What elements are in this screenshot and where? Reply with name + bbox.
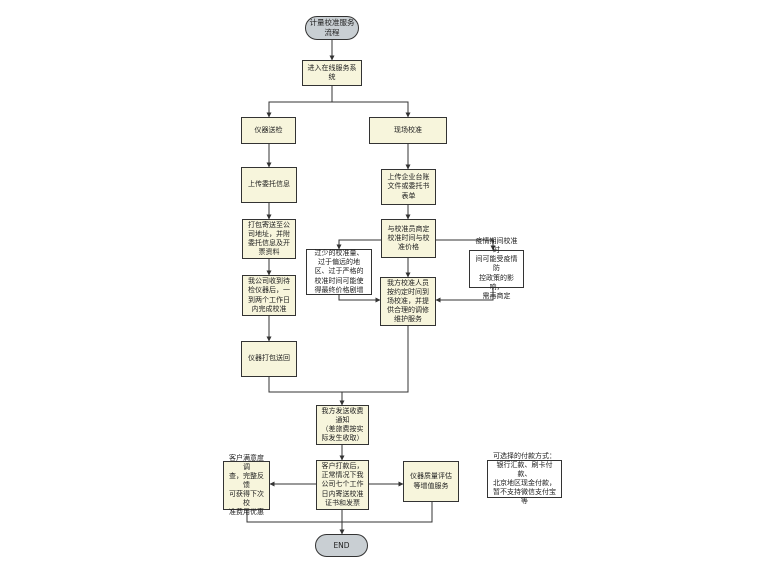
enter-system-node: 进入在线服务系 统 [302,60,362,86]
edge-enter-onsite [332,101,411,118]
remote-area-note: 过少的校准量、 过于偏远的地 区、过于严格的 校准时间可能使 得最终价格剧增 [306,249,372,295]
staff-service-node: 我方校准人员 按约定时间到 场校准，并提 供合理的调修 维护服务 [380,277,436,326]
edge-enter-split [266,86,333,118]
send-instrument-node: 仪器送检 [241,117,296,144]
upload-ledger-node: 上传企业台账 文件或委托书 表单 [381,169,436,205]
edge-epidemic-staff [435,288,494,303]
end-node: END [315,534,368,557]
payment-methods-note: 可选择的付款方式： 银行汇款、刷卡付款、 北京地区现金付款， 暂不支持微信支付宝… [487,452,562,505]
pack-send-node: 打包寄送至公 司地址，并附 委托信息及开 票资料 [242,219,296,259]
edge-quality-end [342,502,433,523]
pack-return-node: 仪器打包送回 [241,341,297,377]
quality-eval-node: 仪器质量评估 等增值服务 [403,461,459,502]
payment-node: 客户打款后， 正常情况下我 公司七个工作 日内寄送校准 证书和发票 [316,460,369,510]
edge-negotiate-remote [336,239,381,250]
edge-staff-fee [342,326,409,393]
epidemic-note: 疫情期间校准时 间可能受疫情防 控政策的影响， 需再商定 [469,237,524,300]
fee-notice-node: 我方发送收费 通知 （差旅费按实 际发生收取） [316,405,369,445]
edge-remote-staff [338,295,381,303]
edge-return-fee [268,377,345,406]
receive-calibrate-node: 我公司收到待 检仪器后，一 到两个工作日 内完成校准 [242,275,296,316]
start-node: 计量校准服务 流程 [305,16,359,40]
upload-commission-node: 上传委托信息 [241,167,297,203]
onsite-calibration-node: 现场校准 [369,117,447,144]
edge-negotiate-epidemic [436,239,496,251]
edge-survey-end [246,510,342,523]
negotiate-time-node: 与校准员商定 校准时间与校 准价格 [381,219,436,258]
survey-node: 客户满意度调 查，完整反馈 可获得下次校 准费用优惠 [223,454,270,516]
